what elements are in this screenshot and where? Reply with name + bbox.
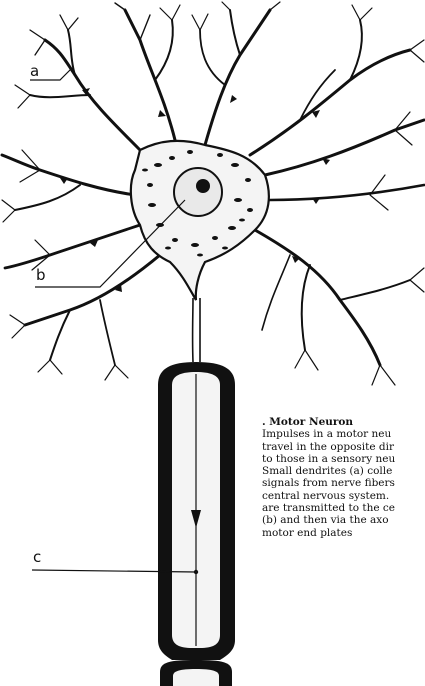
caption: . Motor Neuron Impulses in a motor neu t… (262, 416, 425, 539)
nucleolus (196, 179, 210, 193)
caption-line: travel in the opposite dir (262, 441, 425, 453)
nucleus (174, 168, 222, 216)
caption-line: (b) and then via the axo (262, 514, 425, 526)
axon (193, 298, 200, 362)
caption-line: Small dendrites (a) colle (262, 465, 425, 477)
caption-line: Impulses in a motor neu (262, 428, 425, 440)
caption-line: to those in a sensory neu (262, 453, 425, 465)
caption-line: signals from nerve fibers (262, 477, 425, 489)
cell-body (131, 141, 269, 300)
caption-title: . Motor Neuron (262, 416, 425, 428)
myelin-sheath (158, 362, 235, 686)
caption-line: motor end plates (262, 527, 425, 539)
label-a: a (30, 62, 39, 80)
label-c: c (33, 548, 41, 566)
caption-line: central nervous system. (262, 490, 425, 502)
caption-line: are transmitted to the ce (262, 502, 425, 514)
label-b: b (36, 266, 46, 284)
